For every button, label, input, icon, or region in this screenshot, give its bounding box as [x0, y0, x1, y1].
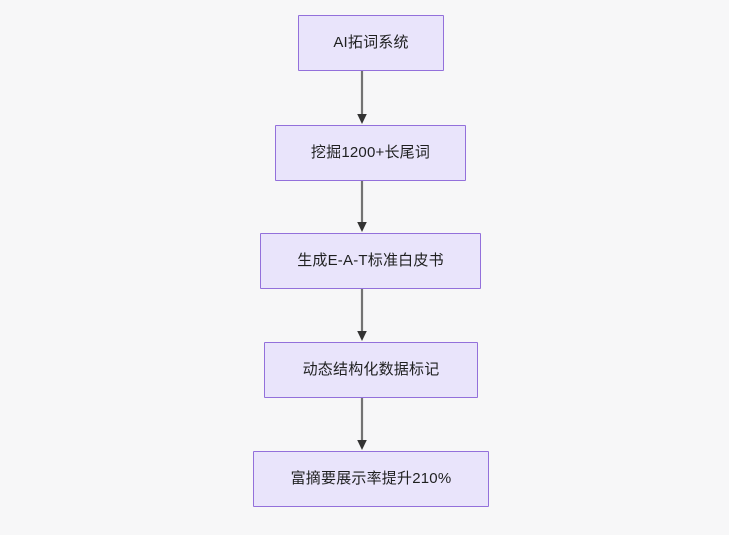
- flow-edge-n3-to-n4: [353, 289, 371, 342]
- flow-node-eat-whitepaper[interactable]: 生成E-A-T标准白皮书: [260, 233, 481, 289]
- flow-node-structured-data-markup[interactable]: 动态结构化数据标记: [264, 342, 478, 398]
- flow-edge-n1-to-n2: [353, 71, 371, 125]
- flow-edge-n4-to-n5: [353, 398, 371, 451]
- flow-node-label: 生成E-A-T标准白皮书: [297, 252, 444, 269]
- flow-node-ai-keyword-system[interactable]: AI拓词系统: [298, 15, 444, 71]
- flow-node-label: 富摘要展示率提升210%: [290, 470, 452, 487]
- flow-node-label: AI拓词系统: [333, 34, 409, 51]
- flow-edge-n2-to-n3: [353, 181, 371, 233]
- flow-node-label: 挖掘1200+长尾词: [310, 144, 431, 161]
- flow-node-label: 动态结构化数据标记: [302, 361, 440, 378]
- flow-node-rich-snippet-result[interactable]: 富摘要展示率提升210%: [253, 451, 489, 507]
- flow-node-longtail-keywords[interactable]: 挖掘1200+长尾词: [275, 125, 466, 181]
